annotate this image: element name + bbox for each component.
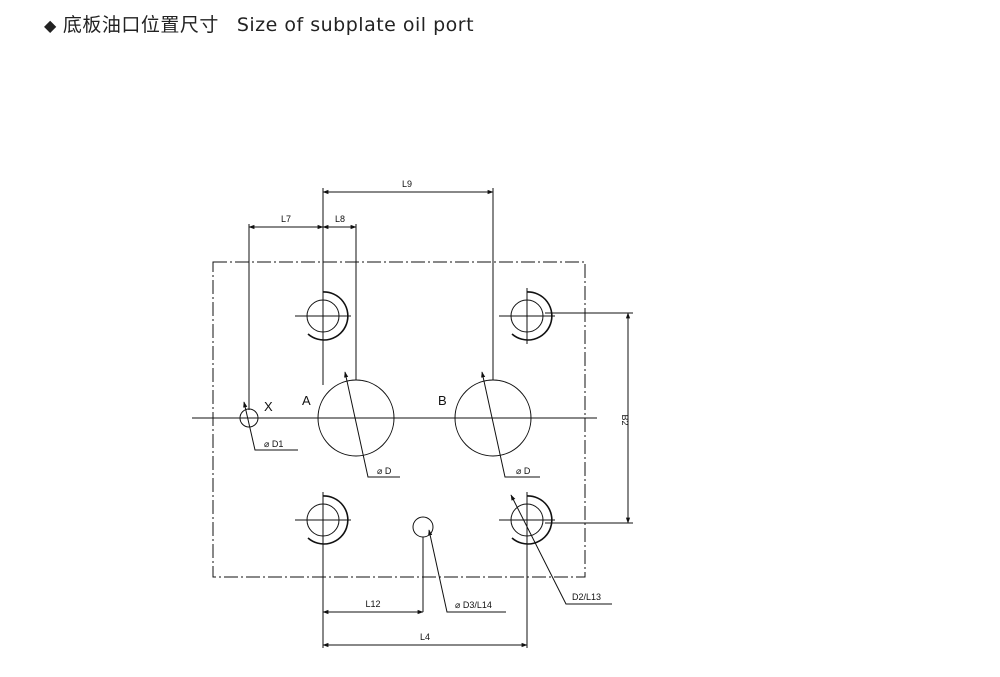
callout-d3-l14: ⌀ D3/L14 <box>455 600 492 610</box>
page-heading: ◆ 底板油口位置尺寸 Size of subplate oil port <box>44 10 474 37</box>
mounting-hole-top-right <box>499 288 555 344</box>
leader-d3-l14 <box>428 529 506 613</box>
dim-label-l8: L8 <box>335 214 345 224</box>
port-label-x: X <box>264 399 273 414</box>
port-label-b: B <box>438 393 447 408</box>
mounting-hole-bottom-left <box>295 492 351 548</box>
dim-label-l7: L7 <box>281 214 291 224</box>
subplate-outline <box>212 261 586 578</box>
leader-d1 <box>243 401 298 451</box>
dim-label-l4: L4 <box>420 632 430 642</box>
mounting-hole-bottom-right <box>499 492 555 548</box>
port-label-a: A <box>302 393 311 408</box>
dim-label-l9: L9 <box>402 179 412 189</box>
leader-d-b <box>481 371 540 478</box>
heading-title-cn: 底板油口位置尺寸 <box>62 14 219 36</box>
callout-d-a: ⌀ D <box>377 466 392 476</box>
leader-d-a <box>344 371 400 478</box>
callout-d1: ⌀ D1 <box>264 439 283 449</box>
leader-d2-l13 <box>510 494 612 605</box>
heading-title-en: Size of subplate oil port <box>236 14 475 36</box>
diamond-bullet-icon: ◆ <box>44 16 57 35</box>
dim-label-b2: B2 <box>620 414 630 425</box>
callout-d-b: ⌀ D <box>516 466 531 476</box>
dim-label-l12: L12 <box>365 599 380 609</box>
callout-d2-l13: D2/L13 <box>572 592 601 602</box>
